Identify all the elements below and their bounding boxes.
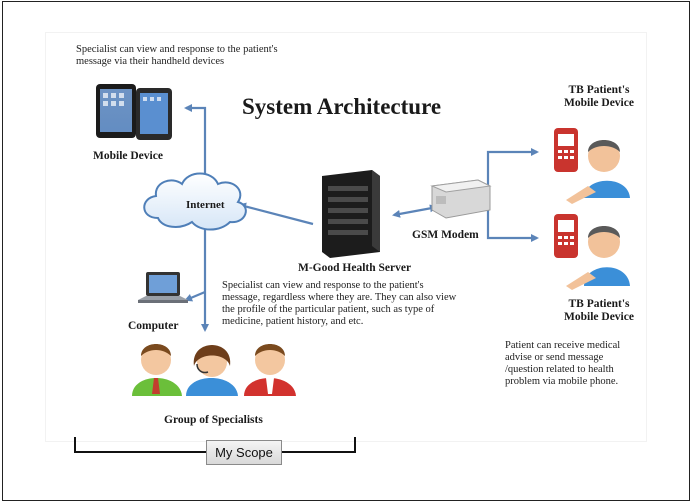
specialist-note: Specialist can view and response to the … <box>222 280 457 328</box>
arrow-to-patient-bottom <box>486 204 539 242</box>
internet-label: Internet <box>186 199 225 211</box>
gsm-modem-label: GSM Modem <box>412 229 479 241</box>
specialist-green-icon <box>132 344 182 396</box>
laptop-icon <box>138 272 188 303</box>
tb-patient-label-top: TB Patient's Mobile Device <box>564 84 634 110</box>
mobile-device-label: Mobile Device <box>93 150 163 162</box>
arrow-to-patient-top <box>486 148 539 204</box>
specialist-red-icon <box>244 344 296 396</box>
my-scope-box: My Scope <box>206 440 282 465</box>
server-label: M-Good Health Server <box>298 262 412 274</box>
arrow-server-gsm <box>392 204 438 218</box>
specialist-handheld-note: Specialist can view and response to the … <box>76 44 278 68</box>
arrow-server-to-internet <box>238 202 314 226</box>
gsm-modem-icon <box>430 179 492 219</box>
patient-top-icon <box>554 128 630 204</box>
page-title: System Architecture <box>242 94 442 119</box>
tb-patient-label-bottom: TB Patient's Mobile Device <box>564 298 634 324</box>
specialists-label: Group of Specialists <box>164 414 263 426</box>
server-icon <box>322 170 380 258</box>
arrow-to-mobile-device <box>184 104 207 190</box>
cloud-icon <box>143 172 247 231</box>
connector-arrows <box>184 104 539 332</box>
specialist-blue-icon <box>186 345 238 396</box>
computer-label: Computer <box>128 320 179 332</box>
arrow-to-computer <box>184 290 206 302</box>
tablet-icon <box>96 84 172 140</box>
patient-bottom-icon <box>554 214 630 290</box>
patient-note: Patient can receive medical advise or se… <box>505 340 621 388</box>
